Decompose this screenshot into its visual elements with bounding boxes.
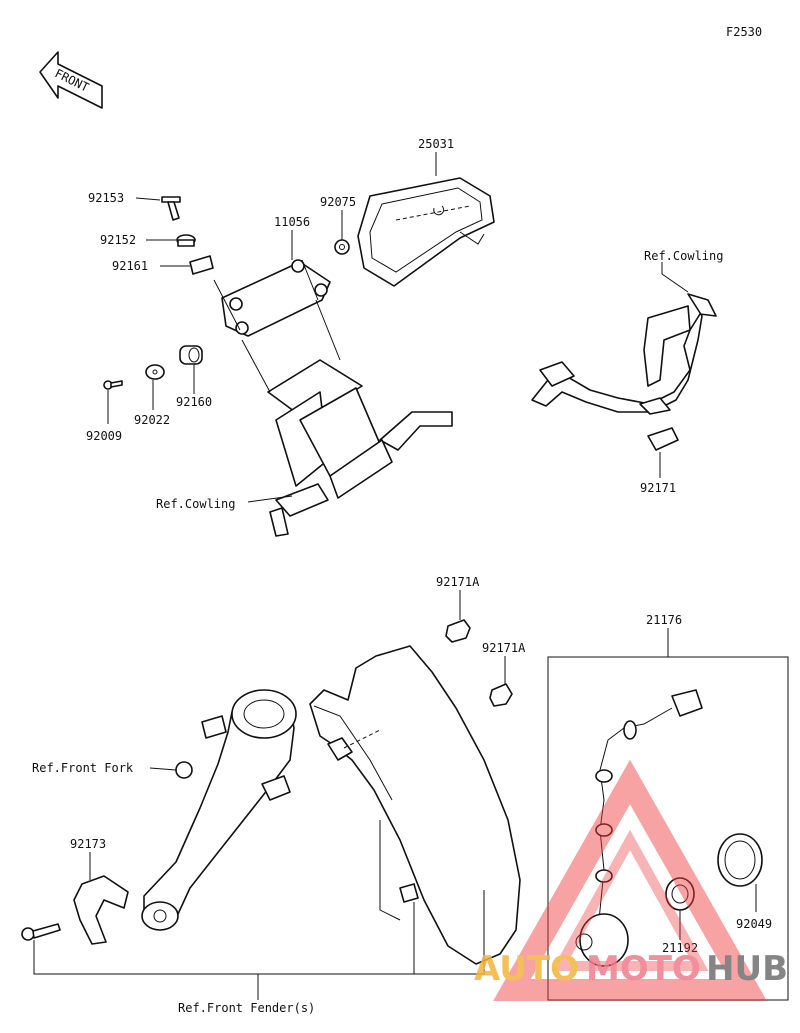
screw-92009-icon — [103, 380, 123, 390]
watermark-logo: AUTO MOTO HUB — [474, 759, 788, 1001]
label-92022: 92022 — [134, 413, 170, 427]
clip-92171A-upper-icon — [445, 619, 471, 643]
meter-25031-icon — [357, 177, 495, 287]
label-92171A-lower: 92171A — [482, 641, 526, 655]
cowling-bracket-upper-icon — [267, 359, 453, 537]
washer-92022-icon — [145, 364, 165, 380]
collar-92152-icon — [176, 234, 196, 247]
label-92049: 92049 — [736, 917, 772, 931]
bolt-92153-icon — [161, 196, 181, 221]
label-21192: 21192 — [662, 941, 698, 955]
label-ref-cowling-bottom: Ref.Cowling — [156, 497, 235, 511]
clip-92171-icon — [647, 427, 679, 451]
watermark-auto: AUTO — [474, 949, 579, 989]
sensor-21176-icon — [575, 689, 703, 967]
label-25031: 25031 — [418, 137, 454, 151]
clip-92171A-lower-icon — [489, 683, 513, 707]
label-92171A-upper: 92171A — [436, 575, 480, 589]
front-fender-icon — [309, 645, 521, 965]
label-ref-front-fork: Ref.Front Fork — [32, 761, 134, 775]
label-21176: 21176 — [646, 613, 682, 627]
label-11056: 11056 — [274, 215, 310, 229]
bolt-left-icon — [21, 923, 61, 941]
label-92153: 92153 — [88, 191, 124, 205]
watermark-hub: HUB — [706, 949, 788, 989]
label-ref-front-fender: Ref.Front Fender(s) — [178, 1001, 315, 1015]
front-fork-icon — [141, 689, 297, 931]
label-92009: 92009 — [86, 429, 122, 443]
washer-92075-icon — [334, 239, 350, 255]
label-92160: 92160 — [176, 395, 212, 409]
leader-lines — [33, 152, 757, 1000]
front-arrow-icon: FRONT — [39, 51, 103, 109]
label-92075: 92075 — [320, 195, 356, 209]
seal-92049-icon — [717, 833, 763, 887]
label-92173: 92173 — [70, 837, 106, 851]
bracket-92173-icon — [73, 875, 129, 945]
label-92161: 92161 — [112, 259, 148, 273]
cowling-bracket-right-icon — [531, 293, 717, 415]
figure-code: F2530 — [726, 25, 762, 39]
bracket-11056-icon — [221, 259, 331, 337]
label-ref-cowling-top: Ref.Cowling — [644, 249, 723, 263]
damper-92160-icon — [179, 345, 203, 365]
watermark-moto: MOTO — [586, 949, 701, 989]
label-92171: 92171 — [640, 481, 676, 495]
part-labels: 92153 92152 92161 11056 92075 25031 9216… — [32, 137, 772, 1015]
label-92152: 92152 — [100, 233, 136, 247]
grommet-92161-icon — [189, 255, 214, 275]
